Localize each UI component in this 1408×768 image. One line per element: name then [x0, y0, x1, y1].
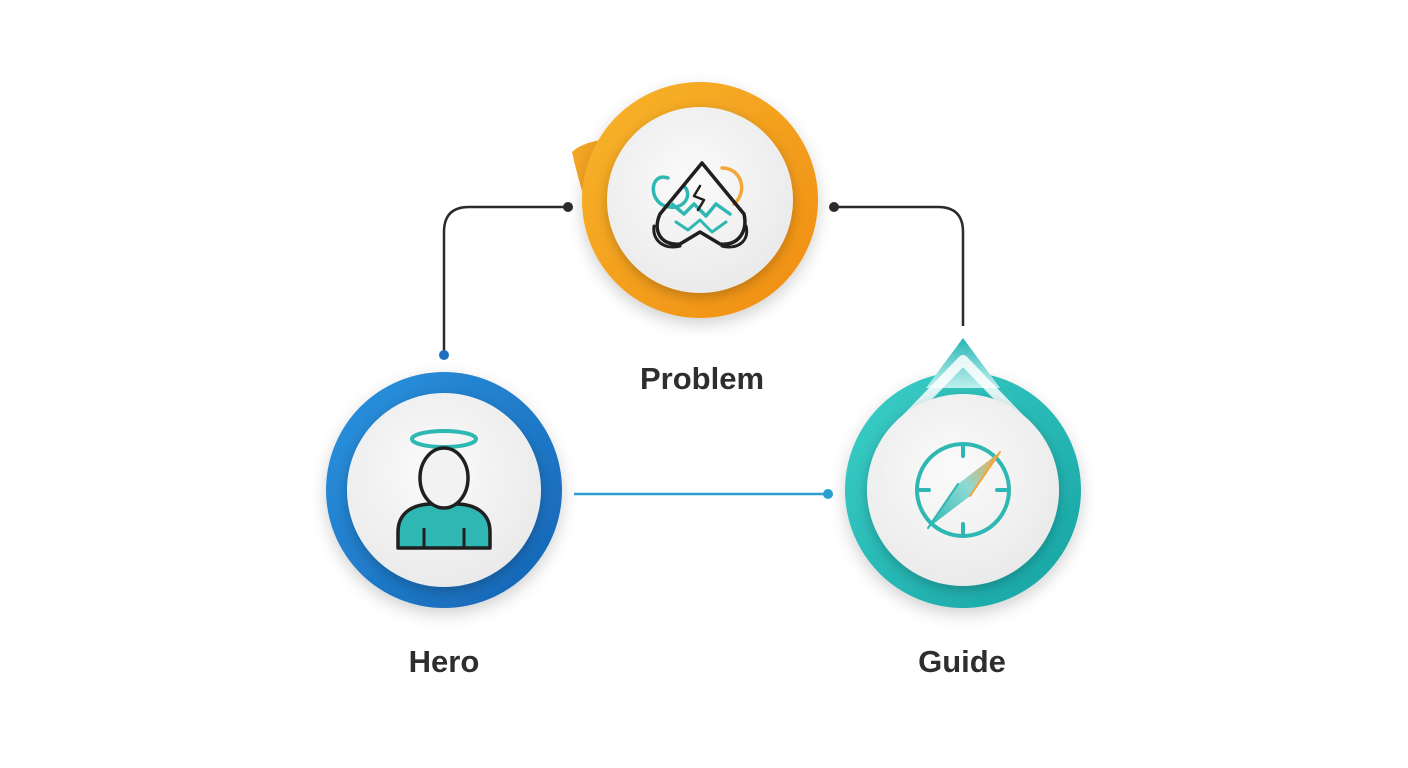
- tangled-mountain-icon: [651, 161, 749, 249]
- connector-hero-guide: [574, 489, 833, 499]
- problem-face: [607, 107, 793, 293]
- connector-hero-problem: [439, 202, 573, 360]
- compass-icon: [915, 442, 1011, 538]
- person-halo-icon: [396, 429, 492, 550]
- connector-problem-guide: [829, 202, 965, 326]
- node-label-hero: Hero: [408, 644, 480, 679]
- node-guide[interactable]: [845, 338, 1081, 608]
- node-label-problem: Problem: [639, 361, 765, 396]
- node-hero[interactable]: [326, 372, 562, 608]
- node-label-guide: Guide: [918, 644, 1006, 679]
- node-problem[interactable]: [572, 82, 818, 318]
